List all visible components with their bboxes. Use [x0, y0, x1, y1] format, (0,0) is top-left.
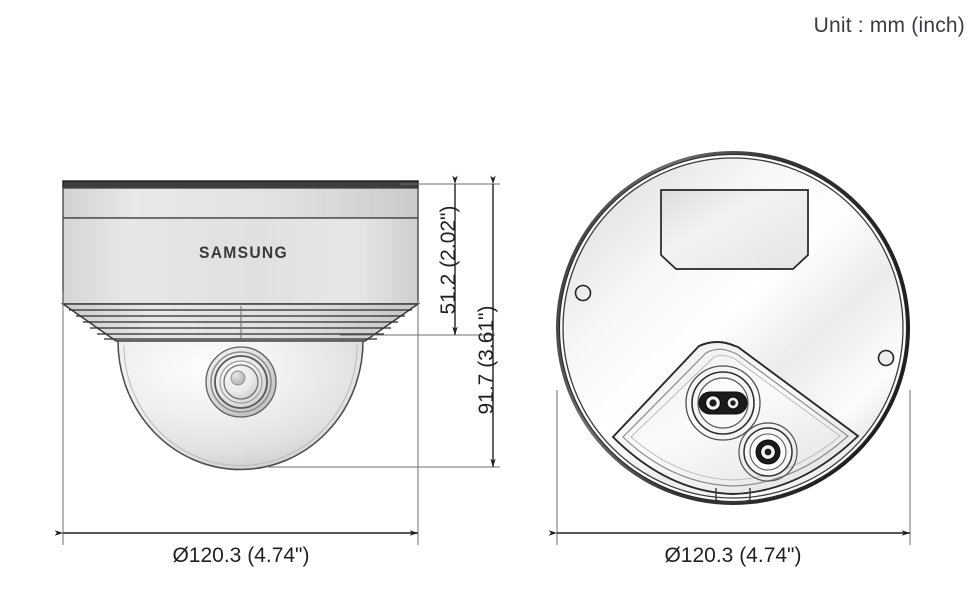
- camera-top-cap: [62, 180, 419, 189]
- connector-port-small: [738, 422, 798, 482]
- camera-upper-band: [62, 187, 419, 219]
- dimension-label-height-total: 91.7 (3.61"): [475, 305, 498, 414]
- samsung-brand-label: SAMSUNG: [199, 243, 288, 262]
- side-extension-lines: [62, 183, 500, 545]
- dimension-height-body: 51.2 (2.02"): [437, 175, 460, 336]
- housing-rectangular-cutout: [660, 189, 809, 270]
- connector-port-large: [685, 365, 761, 441]
- side-view-group: 51.2 (2.02") 91.7 (3.61") Ø120.3 (4.74"): [54, 175, 500, 567]
- camera-body: [62, 217, 419, 305]
- screw-hole-right: [877, 349, 895, 367]
- dimension-label-diameter-side: Ø120.3 (4.74"): [172, 544, 309, 567]
- dimension-label-diameter-top: Ø120.3 (4.74"): [664, 544, 801, 567]
- top-extension-lines: [556, 390, 911, 545]
- dimension-diameter-top: Ø120.3 (4.74"): [548, 530, 911, 567]
- top-view-group: Ø120.3 (4.74"): [548, 151, 911, 567]
- screw-hole-left: [574, 284, 592, 302]
- dimension-height-total: 91.7 (3.61"): [475, 175, 498, 468]
- dimension-diameter-side: Ø120.3 (4.74"): [54, 530, 419, 567]
- unit-note: Unit : mm (inch): [813, 14, 965, 37]
- lens-center-dot: [230, 370, 246, 386]
- dome-inner-highlight: [123, 344, 358, 467]
- camera-lens: [205, 346, 277, 418]
- dimension-label-height-body: 51.2 (2.02"): [437, 205, 460, 314]
